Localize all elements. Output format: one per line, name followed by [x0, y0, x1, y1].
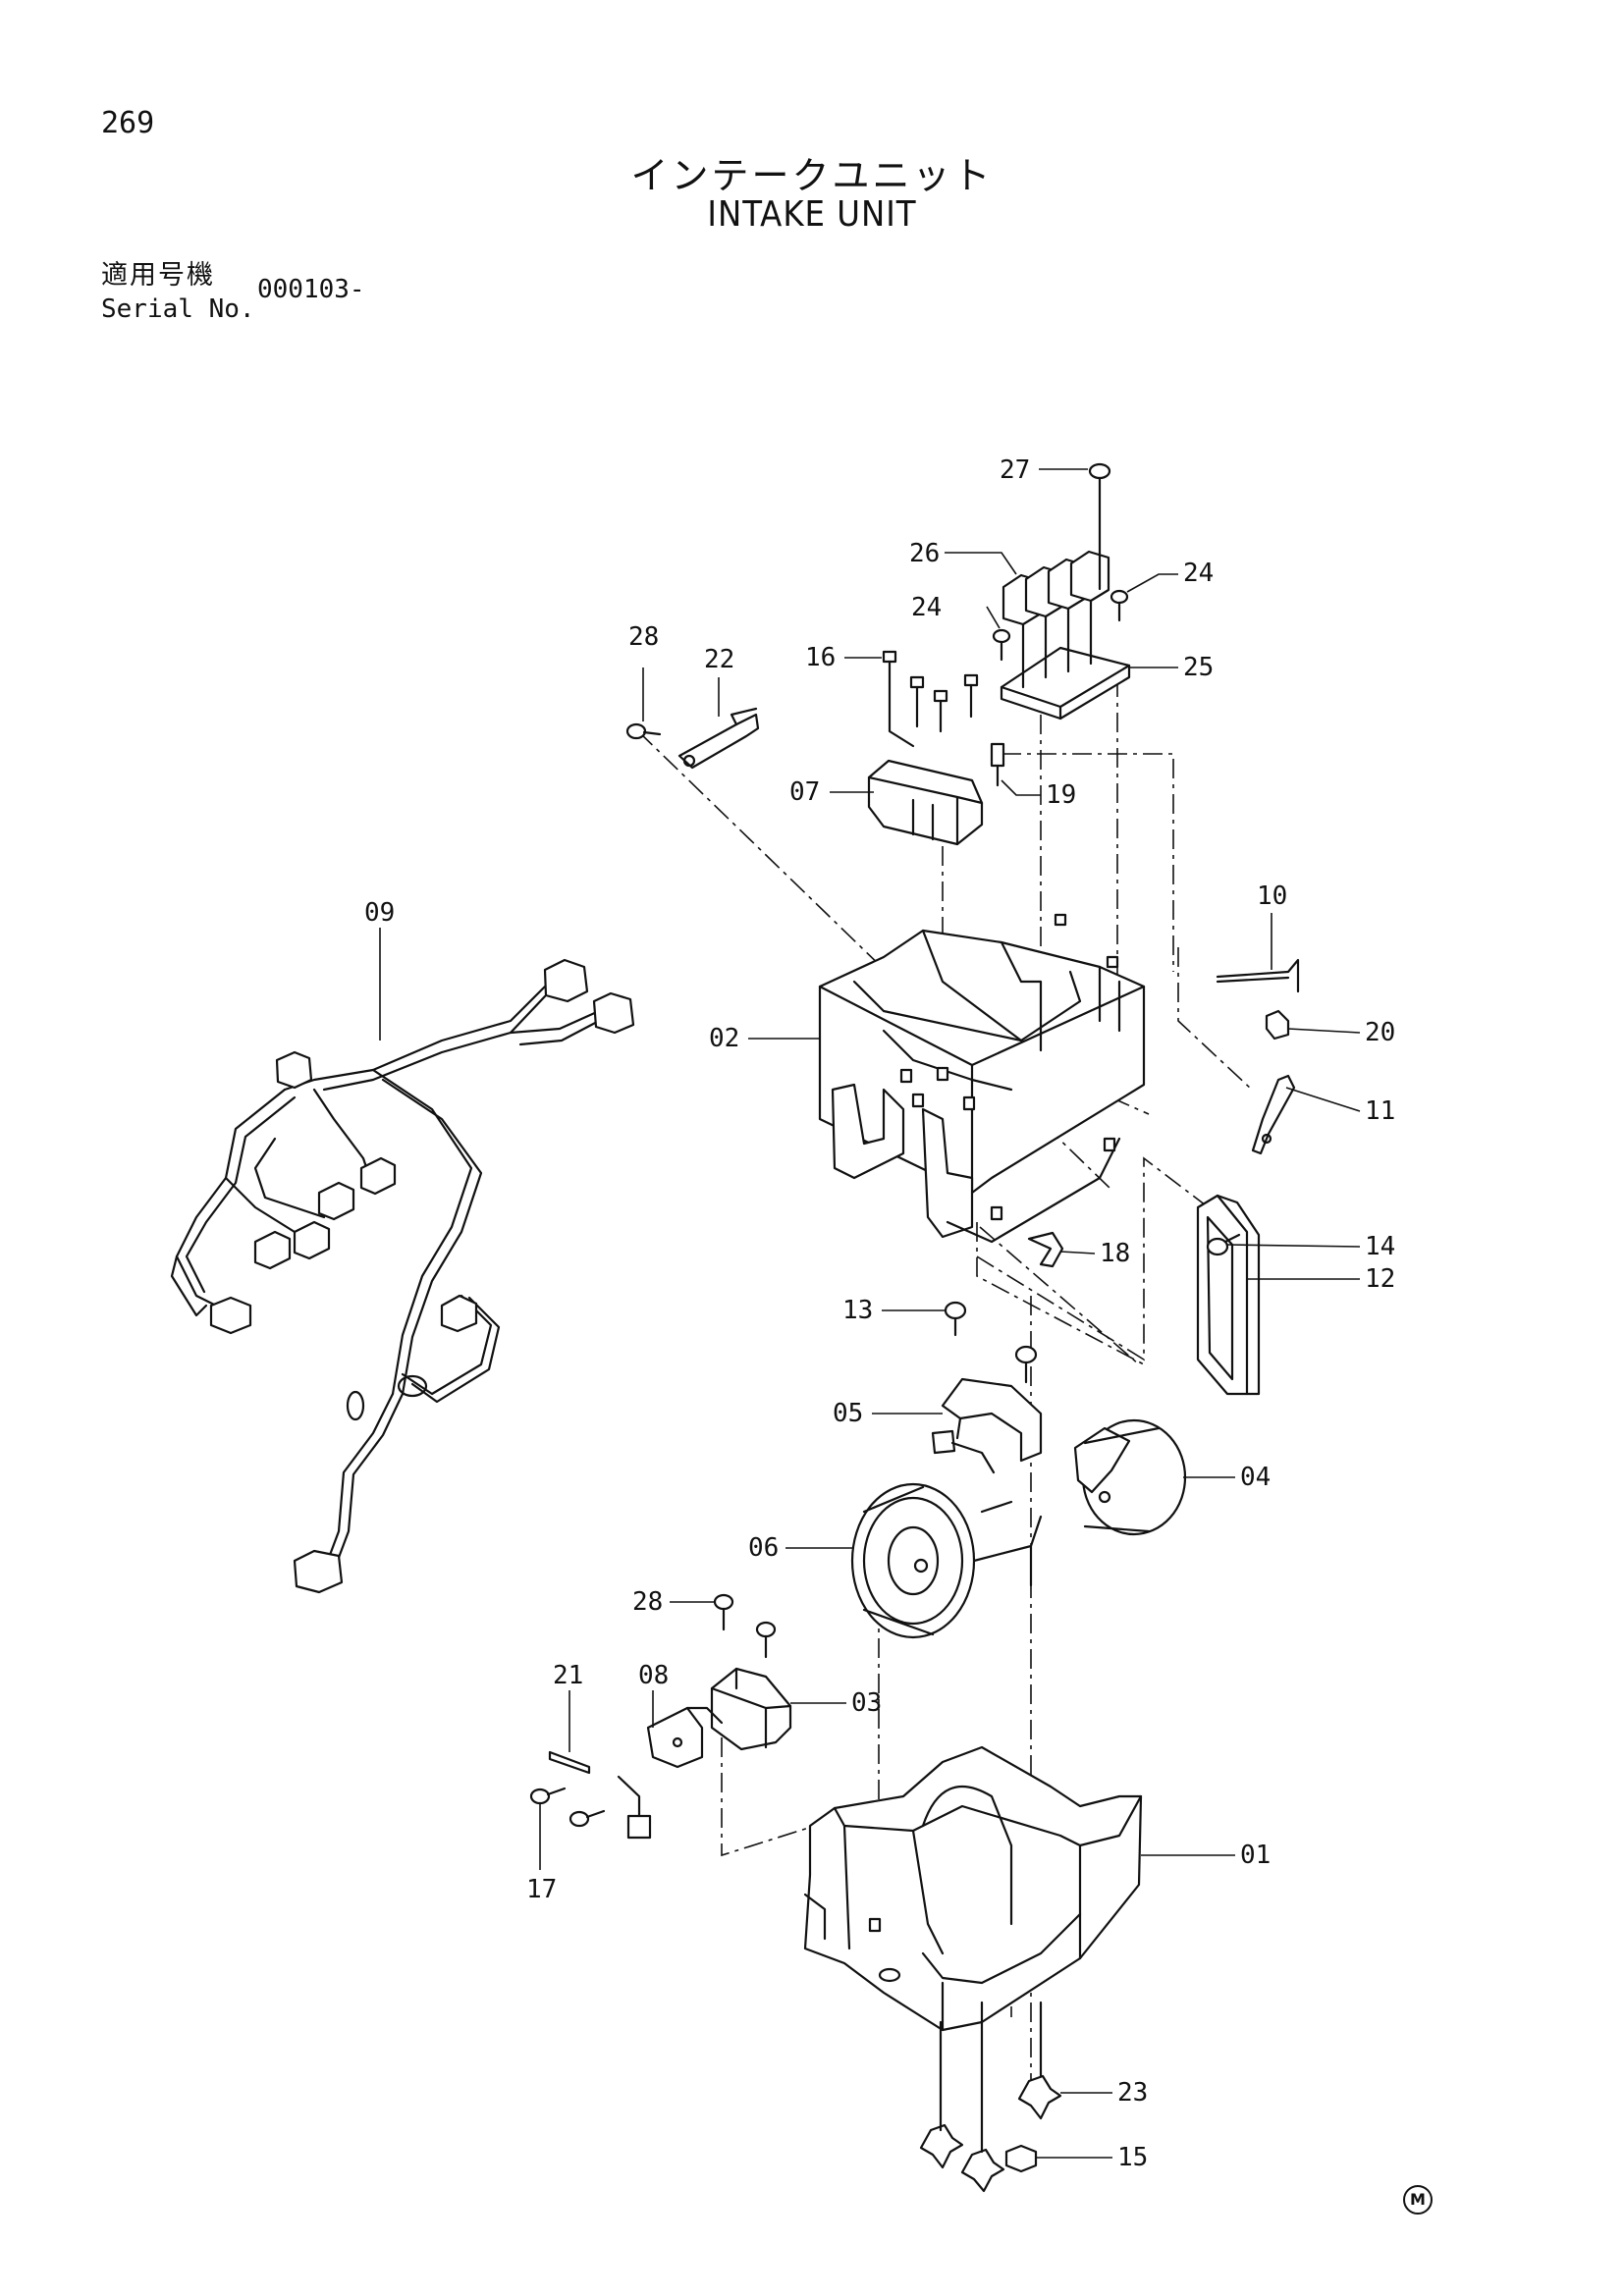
part-10-rod [1216, 958, 1300, 993]
callout-02: 02 [709, 1024, 739, 1053]
serial-label: Serial No. [101, 294, 255, 324]
part-01-lower-case [803, 1745, 1143, 2032]
part-09-wire-harness [170, 958, 635, 1594]
part-19-pin [990, 742, 1005, 787]
callout-23: 23 [1117, 2078, 1148, 2108]
callout-15: 15 [1117, 2143, 1148, 2172]
part-20-clip [1265, 1009, 1290, 1041]
callout-19: 19 [1046, 780, 1076, 810]
callout-25: 25 [1183, 653, 1214, 682]
callout-01: 01 [1240, 1841, 1271, 1870]
part-25-relay-base [1000, 646, 1131, 721]
callout-08: 08 [638, 1661, 669, 1690]
callout-27: 27 [1000, 455, 1030, 485]
title-japanese: インテークユニット [630, 154, 994, 197]
part-04-screen-cylinder [1073, 1418, 1187, 1536]
part-08-link [646, 1706, 724, 1769]
callout-22: 22 [704, 645, 734, 674]
part-27-screw [1088, 462, 1111, 591]
part-17-screws [529, 1775, 652, 1840]
part-24-screws [992, 589, 1129, 662]
part-28-screw-lower [713, 1593, 777, 1659]
manufacturer-mark: M [1403, 2185, 1433, 2215]
callout-14: 14 [1365, 1232, 1395, 1261]
callout-05: 05 [833, 1399, 863, 1428]
callout-17: 17 [526, 1875, 557, 1904]
page-number: 269 [101, 106, 155, 140]
callout-18: 18 [1100, 1239, 1130, 1268]
part-06-blower-fan [850, 1429, 1043, 1639]
callout-12: 12 [1365, 1264, 1395, 1294]
callout-04: 04 [1240, 1463, 1271, 1492]
callout-06: 06 [748, 1533, 779, 1563]
part-15-nut [1004, 2144, 1038, 2173]
serial-label-japanese: 適用号機 [101, 260, 215, 291]
part-14-screw [1206, 1233, 1241, 1256]
part-26-relays [1001, 550, 1110, 689]
callout-labels: 27 26 24 24 25 16 28 22 07 19 10 09 02 2… [364, 455, 1395, 2172]
part-03-actuator [710, 1667, 792, 1751]
part-22-bracket [677, 707, 760, 770]
callout-20: 20 [1365, 1018, 1395, 1047]
page-title: INTAKE UNIT [707, 194, 917, 235]
callout-09: 09 [364, 898, 395, 928]
part-11-lever [1251, 1074, 1296, 1155]
part-13-screws [944, 1301, 1038, 1384]
callout-21: 21 [553, 1661, 583, 1690]
callout-24: 24 [1183, 559, 1214, 588]
part-16-screws [882, 650, 979, 748]
part-23-fasteners [919, 2001, 1062, 2193]
callout-26: 26 [909, 539, 940, 568]
callout-03: 03 [851, 1688, 882, 1718]
callout-10: 10 [1257, 881, 1287, 911]
part-12-filter-frame [1196, 1194, 1261, 1396]
callout-16: 16 [805, 643, 836, 672]
callout-13: 13 [842, 1296, 873, 1325]
part-28-screw-upper [625, 722, 662, 740]
part-21-rod [548, 1750, 591, 1775]
serial-value: 000103- [257, 275, 365, 304]
callout-leaders [379, 468, 1361, 2159]
callout-28: 28 [628, 622, 659, 652]
part-05-motor-bracket [941, 1377, 1043, 1463]
part-07-resistor [867, 759, 984, 846]
callout-11: 11 [1365, 1096, 1395, 1126]
callout-24: 24 [911, 593, 942, 622]
callout-07: 07 [789, 777, 820, 807]
part-02-intake-case [818, 913, 1146, 1244]
part-18-clip [1027, 1231, 1064, 1268]
callout-28: 28 [632, 1587, 663, 1617]
